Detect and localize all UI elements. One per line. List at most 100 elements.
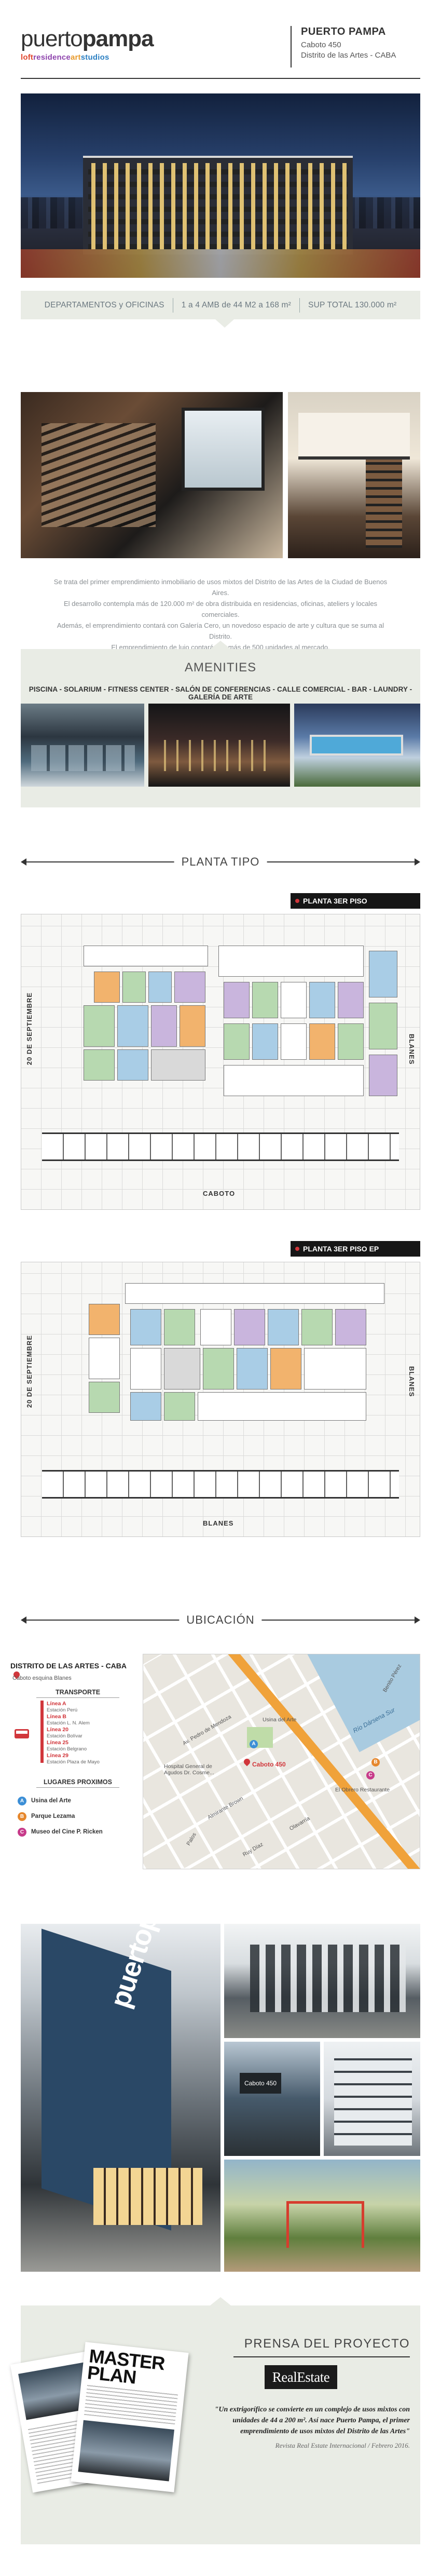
plan-unit — [309, 982, 335, 1018]
arrow-left-icon — [21, 1616, 26, 1624]
project-description: Se trata del primer emprendimiento inmob… — [47, 576, 394, 653]
floor-plan-3er-piso: 20 DE SEPTIEMBRE BLANES CABOTO — [21, 914, 420, 1210]
plan-unit — [237, 1348, 268, 1390]
bullet-icon — [295, 1247, 299, 1251]
brand-logo: puertopampa loftresidenceartstudios — [21, 26, 154, 62]
amenities-chevron — [210, 641, 231, 649]
street-label-right: BLANES — [408, 1034, 416, 1065]
press-chevron — [210, 2297, 231, 2305]
plan-unit — [281, 982, 307, 1018]
bullet-icon — [295, 899, 299, 903]
amenity-detail — [310, 735, 403, 756]
map-target-pin[interactable]: Caboto 450 — [252, 1761, 286, 1768]
plan-unit — [84, 1049, 115, 1081]
plan-unit — [94, 972, 120, 1003]
location-district-label: DISTRITO DE LAS ARTES - CABA — [10, 1662, 127, 1670]
building-photo-street — [224, 1924, 420, 2038]
subte-line: Línea B — [47, 1714, 66, 1720]
spec-type: DEPARTAMENTOS y OFICINAS — [44, 300, 164, 309]
bus-icon — [15, 1729, 29, 1738]
interior-photo-living — [21, 392, 283, 558]
plan-unit — [281, 1023, 307, 1060]
magazine-image — [78, 2420, 174, 2481]
map-marker-icon[interactable]: A — [250, 1740, 258, 1748]
street-label-bottom: BLANES — [203, 1519, 234, 1527]
street-label-right: BLANES — [408, 1366, 416, 1397]
park-swing — [286, 2201, 364, 2248]
header: puertopampa loftresidenceartstudios PUER… — [21, 21, 420, 79]
plan-commercial-strip — [42, 1470, 399, 1499]
floor-tag-3er-piso: PLANTA 3ER PISO — [291, 893, 420, 909]
building-detail — [250, 1945, 406, 2012]
subte-line: Línea 25 — [47, 1739, 69, 1746]
plan-core — [164, 1348, 200, 1390]
plan-unit — [203, 1348, 234, 1390]
plan-unit — [338, 982, 364, 1018]
brand-name: puertopampa — [21, 26, 154, 52]
spec-surface: SUP TOTAL 130.000 m² — [308, 300, 397, 309]
subte-line: Línea 29 — [47, 1752, 69, 1759]
map-label: El Obrero Restaurante — [335, 1787, 390, 1793]
specs-chevron — [215, 319, 234, 328]
description-line: Además, el emprendimiento contará con Ga… — [57, 622, 384, 640]
floor-plan-3er-piso-ep: 20 DE SEPTIEMBRE BLANES BLANES — [21, 1262, 420, 1537]
plan-unit — [164, 1309, 195, 1345]
interior-stair — [366, 460, 402, 548]
brand-tagline: loftresidenceartstudios — [21, 53, 154, 62]
plan-unit — [304, 1348, 366, 1390]
street-label-bottom: CABOTO — [203, 1190, 236, 1197]
transport-title: TRANSPORTE — [36, 1689, 119, 1698]
subte-station: Estación Perú — [47, 1707, 78, 1713]
tagline-part: residence — [33, 53, 71, 62]
plan-unit — [301, 1309, 333, 1345]
floor-tag-3er-piso-ep: PLANTA 3ER PISO EP — [291, 1241, 420, 1257]
subte-line: Línea A — [47, 1701, 66, 1707]
interior-loft — [298, 413, 410, 460]
interior-stairs — [42, 423, 156, 527]
hero-photo — [21, 93, 420, 278]
arrow-left-icon — [21, 858, 26, 866]
project-district: Distrito de las Artes - CABA — [301, 51, 396, 60]
place-badge-icon: B — [18, 1812, 26, 1821]
planta-tipo-title: PLANTA TIPO — [174, 854, 267, 870]
brand-name-light: puerto — [21, 26, 83, 51]
building-detail — [334, 2057, 412, 2146]
location-district: DISTRITO DE LAS ARTES - CABA — [10, 1662, 135, 1679]
plan-unit — [338, 1023, 364, 1060]
location-map[interactable]: Usina del Arte Av. Pedro de Mendoza Hosp… — [143, 1654, 420, 1869]
plan-commercial-strip — [42, 1132, 399, 1161]
subte-line: Línea 20 — [47, 1727, 69, 1733]
floor-tag-label: PLANTA 3ER PISO — [303, 897, 367, 905]
plan-unit — [89, 1338, 120, 1379]
plan-unit — [309, 1023, 335, 1060]
building-entrance — [93, 2168, 202, 2225]
subte-station: Estación Bolívar — [47, 1733, 82, 1739]
plan-unit — [270, 1348, 301, 1390]
hero-light-trails — [21, 249, 420, 278]
location-corner: Caboto esquina Blanes — [12, 1675, 72, 1681]
street-label-left: 20 DE SEPTIEMBRE — [25, 1335, 33, 1408]
map-label: Usina del Arte — [263, 1717, 297, 1723]
plan-core — [151, 1049, 205, 1081]
map-marker-icon[interactable]: C — [366, 1771, 375, 1779]
project-title: PUERTO PAMPA — [301, 26, 386, 37]
plan-unit — [122, 972, 146, 1003]
subte-station: Estación Belgrano — [47, 1746, 87, 1752]
hero-windows — [88, 163, 348, 249]
amenity-photo-pool — [294, 704, 420, 787]
magazine-text — [84, 2384, 178, 2425]
plan-unit — [89, 1304, 120, 1335]
building-photo-sign: Caboto 450 — [224, 2042, 320, 2156]
description-line: Se trata del primer emprendimiento inmob… — [53, 578, 388, 597]
building-photo-facade — [324, 2042, 420, 2156]
plan-unit — [252, 982, 278, 1018]
plan-unit — [130, 1392, 161, 1421]
map-marker-icon[interactable]: B — [371, 1758, 380, 1766]
plan-unit — [125, 1283, 384, 1304]
map-label: Hospital General de Agudos Dr. Cosme... — [164, 1763, 214, 1776]
plan-unit — [148, 972, 172, 1003]
